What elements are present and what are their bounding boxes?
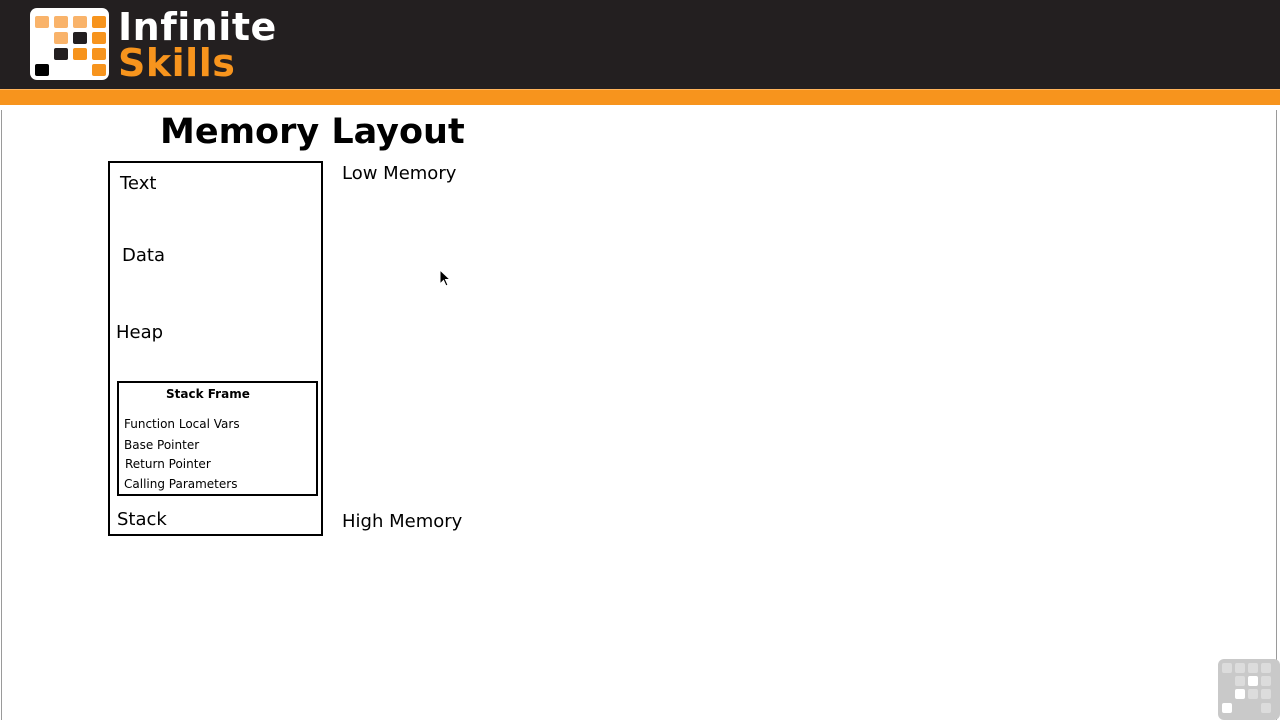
page-border <box>1276 110 1277 720</box>
high-memory-label: High Memory <box>342 511 463 532</box>
accent-stripe <box>0 89 1280 105</box>
infinite-skills-logo-icon <box>30 8 109 80</box>
logo-word-skills: Skills <box>118 41 236 85</box>
memory-block <box>108 161 323 536</box>
low-memory-label: Low Memory <box>342 163 457 184</box>
mouse-pointer-icon <box>439 269 451 287</box>
segment-stack: Stack <box>117 509 167 530</box>
page-border <box>1 110 2 720</box>
stack-frame-item: Base Pointer <box>124 438 200 452</box>
segment-heap: Heap <box>116 322 164 343</box>
stack-frame-item: Function Local Vars <box>124 417 240 431</box>
header-bar <box>0 0 1280 89</box>
segment-data: Data <box>122 245 165 266</box>
stack-frame-item: Return Pointer <box>125 457 211 471</box>
page-title: Memory Layout <box>160 112 465 152</box>
segment-text: Text <box>120 173 157 194</box>
stack-frame-box <box>117 381 318 496</box>
logo-word-infinite: Infinite <box>118 5 277 49</box>
stack-frame-title: Stack Frame <box>166 387 250 401</box>
infinite-skills-watermark-icon <box>1218 659 1280 720</box>
stack-frame-item: Calling Parameters <box>124 477 238 491</box>
